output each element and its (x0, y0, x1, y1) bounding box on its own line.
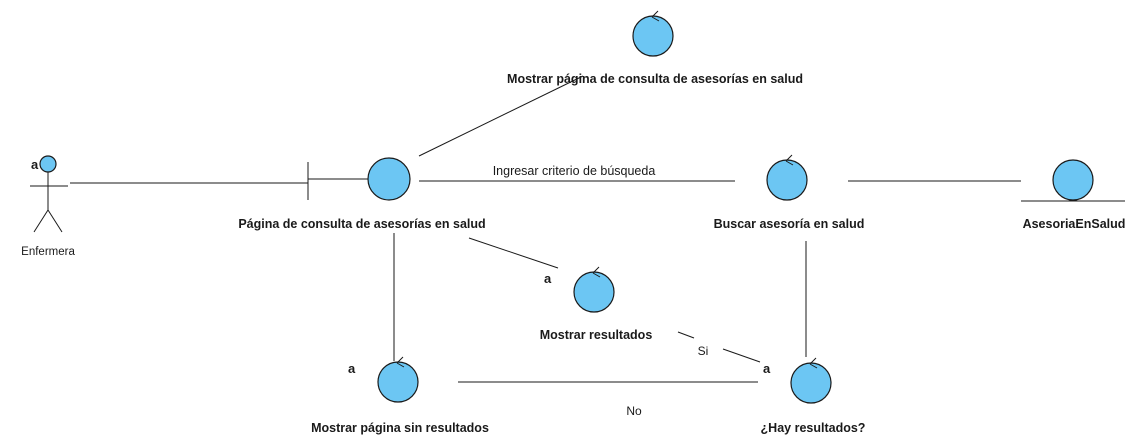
boundary-icon (367, 157, 411, 201)
control-icon (573, 271, 615, 313)
control-arrow-icon (809, 357, 818, 369)
entity-icon (1052, 159, 1094, 201)
control-hay-resultados-label: ¿Hay resultados? (761, 421, 866, 435)
actor-enfermera[interactable] (30, 155, 68, 233)
control-arrow-icon (592, 266, 601, 278)
link-label-no: No (626, 404, 642, 418)
control-hay-resultados[interactable] (790, 357, 832, 404)
boundary-label: Página de consulta de asesorías en salud (238, 217, 485, 231)
control-mostrar-resultados-label: Mostrar resultados (540, 328, 653, 342)
control-mostrar-resultados-multiplicity: a (544, 271, 552, 286)
control-buscar-asesoria[interactable] (766, 154, 808, 201)
control-arrow-icon (396, 356, 405, 368)
control-mostrar-pagina-consulta-label: Mostrar página de consulta de asesorías … (507, 72, 803, 86)
control-buscar-asesoria-label: Buscar asesoría en salud (714, 217, 865, 231)
control-icon (790, 362, 832, 404)
control-mostrar-pagina-consulta[interactable] (632, 10, 674, 57)
control-mostrar-sin-resultados-multiplicity: a (348, 361, 356, 376)
control-hay-resultados-multiplicity: a (763, 361, 771, 376)
entity-label: AsesoriaEnSalud (1023, 217, 1126, 231)
actor-leg-right (47, 209, 63, 233)
actor-multiplicity: a (31, 157, 39, 172)
boundary-pagina-consulta[interactable] (307, 157, 411, 201)
control-arrow-icon (651, 10, 660, 22)
control-arrow-icon (785, 154, 794, 166)
control-mostrar-sin-resultados[interactable] (377, 356, 419, 403)
link-label-si: Si (698, 344, 709, 358)
link-boundary-mostrar-resultados[interactable] (468, 237, 559, 269)
control-icon (766, 159, 808, 201)
control-mostrar-resultados[interactable] (573, 266, 615, 313)
control-icon (632, 15, 674, 57)
entity-asesoria-en-salud[interactable] (1021, 159, 1125, 202)
actor-label: Enfermera (21, 246, 75, 258)
link-boundary-mostrar-pagina[interactable] (418, 75, 584, 157)
actor-head-icon (39, 155, 57, 173)
link-label-ingresar-criterio: Ingresar criterio de búsqueda (493, 164, 656, 178)
link-si-part2[interactable] (722, 348, 761, 363)
link-si-part1[interactable] (677, 331, 695, 339)
control-mostrar-sin-resultados-label: Mostrar página sin resultados (311, 421, 489, 435)
actor-leg-left (33, 209, 49, 233)
control-icon (377, 361, 419, 403)
